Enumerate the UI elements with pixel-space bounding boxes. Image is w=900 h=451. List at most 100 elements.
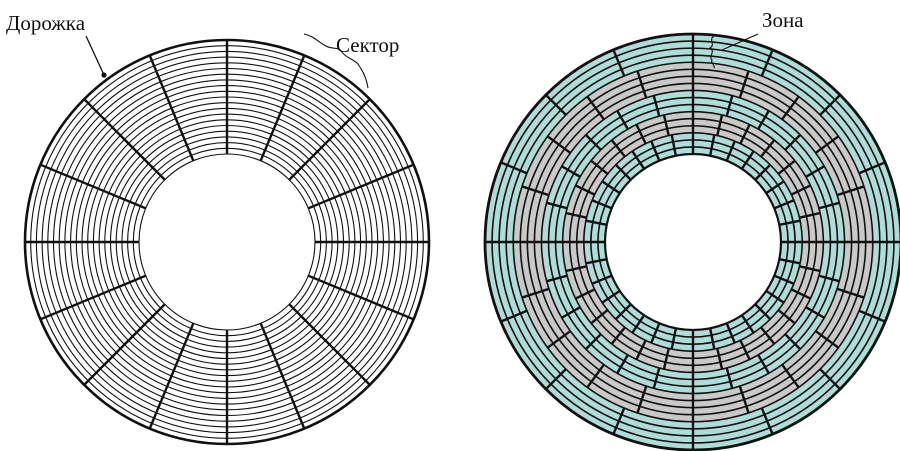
sector-boundary <box>652 367 661 389</box>
sector-boundary <box>757 110 770 130</box>
sector-boundary <box>601 289 621 304</box>
sector-boundary <box>781 95 800 121</box>
sector-boundary <box>805 165 825 178</box>
sector-boundary <box>725 140 736 162</box>
sector-boundary <box>575 288 596 300</box>
sector-boundary <box>612 407 626 435</box>
sector-boundary <box>546 201 568 210</box>
sector-boundary <box>610 139 626 158</box>
sector-boundary <box>590 309 609 325</box>
sector-boundary <box>591 274 613 285</box>
sector-boundary <box>781 363 800 389</box>
zone-label: Зона <box>762 8 804 32</box>
sector-boundary <box>575 184 596 196</box>
sector-boundary <box>757 354 770 374</box>
sector-boundary <box>765 289 785 304</box>
sector-boundary <box>760 49 774 77</box>
sector-boundary <box>814 135 840 154</box>
sector-boundary <box>39 163 147 210</box>
sector-boundary <box>773 274 795 285</box>
disk-tracks-sectors <box>23 38 431 446</box>
track-label: Дорожка <box>6 11 86 35</box>
sector-boundary <box>614 303 632 321</box>
zone-leader-line <box>721 33 759 51</box>
sector-boundary <box>585 134 602 151</box>
sector-boundary <box>725 367 734 389</box>
sector-boundary <box>546 135 572 154</box>
sector-boundary <box>819 368 841 390</box>
sector-boundary <box>662 114 670 136</box>
sector-boundary <box>546 274 568 283</box>
sector-boundary <box>612 49 626 77</box>
sector-boundary <box>650 140 661 162</box>
track-marker-dot <box>101 72 107 78</box>
sector-boundary <box>259 322 306 430</box>
sector-boundary <box>148 322 195 430</box>
sector-boundary <box>725 95 734 117</box>
sector-boundary <box>585 257 607 265</box>
sector-boundary <box>858 309 886 323</box>
sector-boundary <box>708 328 716 350</box>
sector-boundary <box>716 348 724 370</box>
sector-boundary <box>819 94 841 116</box>
sector-boundary <box>546 330 572 349</box>
sector-boundary <box>754 163 772 181</box>
sector-boundary <box>585 219 607 227</box>
sector-boundary <box>760 326 776 345</box>
sector-boundary <box>635 339 647 360</box>
sector-boundary <box>586 95 605 121</box>
sector-boundary <box>725 322 736 344</box>
sector-boundary <box>738 385 750 414</box>
sector-boundary <box>799 211 821 219</box>
sector-boundary <box>83 303 166 386</box>
sector-boundary <box>777 159 796 175</box>
sector-boundary <box>739 124 751 145</box>
sector-boundary <box>259 54 306 162</box>
sector-boundary <box>500 309 528 323</box>
sector-boundary <box>814 330 840 349</box>
sector-boundary <box>288 303 371 386</box>
sector-boundary <box>590 159 609 175</box>
sector-boundary <box>818 201 840 210</box>
sector-boundary <box>836 287 865 299</box>
zone-brace <box>709 35 715 69</box>
sector-boundary <box>777 309 796 325</box>
sector-boundary <box>740 314 755 334</box>
sector-boundary <box>586 363 605 389</box>
disk-zones <box>483 32 900 451</box>
sector-boundary <box>779 219 801 227</box>
sector-boundary <box>635 124 647 145</box>
sector-boundary <box>858 161 886 175</box>
sector-boundary <box>545 94 567 116</box>
sector-brace <box>303 33 369 89</box>
sector-boundary <box>760 407 774 435</box>
sector-boundary <box>754 303 772 321</box>
sector-boundary <box>631 150 646 170</box>
sector-boundary <box>610 326 626 345</box>
disk-hub <box>603 152 783 332</box>
sector-boundary <box>616 110 629 130</box>
sector-boundary <box>601 180 621 195</box>
sector-boundary <box>662 348 670 370</box>
sector-boundary <box>740 150 755 170</box>
sector-boundary <box>561 306 581 319</box>
sector-boundary <box>616 354 629 374</box>
sector-boundary <box>614 163 632 181</box>
sector-boundary <box>708 134 716 156</box>
sector-boundary <box>83 98 166 181</box>
sector-boundary <box>650 322 661 344</box>
sector-boundary <box>738 70 750 99</box>
sector-boundary <box>670 328 678 350</box>
sector-boundary <box>784 333 801 350</box>
sector-boundary <box>521 287 550 299</box>
sector-boundary <box>521 185 550 197</box>
sector-boundary <box>565 265 587 273</box>
sector-boundary <box>631 314 646 334</box>
sector-boundary <box>39 274 147 321</box>
sector-boundary <box>818 274 840 283</box>
sector-boundary <box>288 98 371 181</box>
sector-boundary <box>790 184 811 196</box>
sector-boundary <box>836 185 865 197</box>
